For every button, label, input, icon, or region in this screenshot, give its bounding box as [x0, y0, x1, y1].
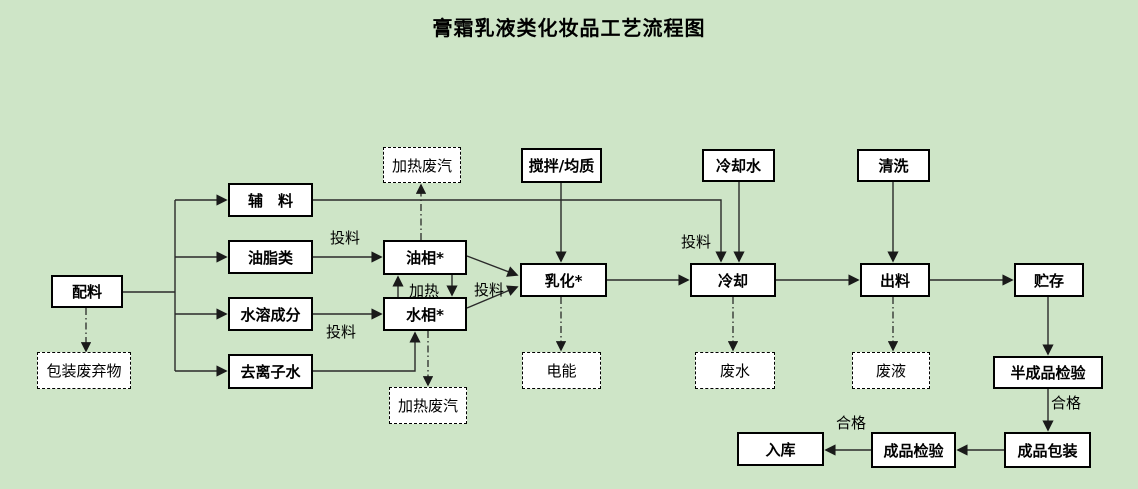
node-youzhilei: 油脂类 [228, 240, 313, 274]
node-chengpin-baozhuang: 成品包装 [1004, 432, 1091, 468]
node-shuirong-chengfen: 水溶成分 [228, 297, 313, 331]
edge-qulizi-shuixiang [313, 331, 421, 372]
node-qingxi: 清洗 [857, 149, 930, 182]
edge-fuliao-lengque [313, 199, 727, 263]
diagram-title: 膏霜乳液类化妆品工艺流程图 [432, 16, 706, 40]
node-chengpin-jianyan: 成品检验 [871, 432, 956, 468]
node-feiye: 废液 [852, 352, 930, 389]
label-touliao-youzhilei: 投料 [330, 229, 361, 247]
node-dianneng: 电能 [522, 352, 601, 389]
node-fuliao: 辅 料 [228, 183, 313, 217]
node-feishui: 废水 [695, 352, 775, 389]
node-jiaoban-junzhi: 搅拌/均质 [521, 148, 602, 183]
node-peiliao: 配料 [51, 275, 123, 308]
label-touliao-ruhua: 投料 [474, 281, 505, 299]
label-touliao-shuirong: 投料 [326, 323, 357, 341]
node-jiare-feiqi-top: 加热废汽 [383, 147, 461, 183]
label-jiare: 加热 [409, 282, 440, 300]
node-lengque: 冷却 [690, 263, 776, 297]
label-hege-chengpin: 合格 [836, 414, 867, 432]
label-touliao-lengque: 投料 [681, 233, 712, 251]
label-hege-banchengpin: 合格 [1051, 394, 1082, 412]
node-lengqueshui: 冷却水 [702, 149, 775, 182]
node-jiare-feiqi-bottom: 加热废汽 [389, 387, 467, 424]
edge-shuixiang-ruhua [466, 285, 519, 309]
node-youxiang: 油相* [383, 240, 467, 275]
node-qulizi-shui: 去离子水 [228, 354, 313, 389]
node-baozhuang-feiqiwu: 包装废弃物 [37, 352, 131, 389]
edge-youxiang-ruhua [466, 255, 519, 277]
node-chuliao: 出料 [860, 263, 930, 297]
node-zhucun: 贮存 [1014, 263, 1084, 297]
node-ruku: 入库 [737, 432, 824, 466]
node-banchengpin-jianyan: 半成品检验 [993, 356, 1103, 389]
node-shuixiang: 水相* [383, 297, 467, 331]
node-ruhua: 乳化* [520, 263, 607, 297]
